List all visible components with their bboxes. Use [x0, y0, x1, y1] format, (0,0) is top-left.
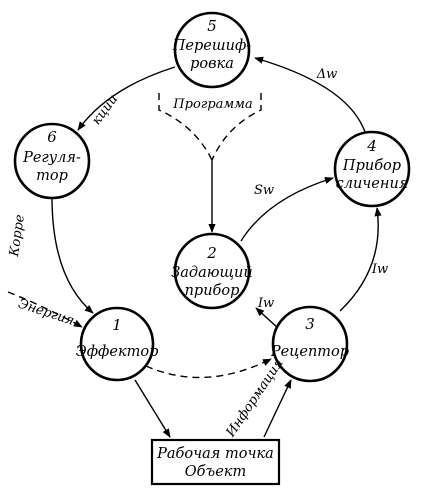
object-label: Рабочая точка — [156, 446, 274, 462]
label-program: Программа — [172, 97, 252, 112]
node-effector: 1 Эффектор — [76, 306, 159, 382]
node-label: Регуля- — [22, 150, 81, 166]
label-correction-part1: Корре — [7, 213, 28, 258]
edge-energy-to-effector — [7, 291, 83, 328]
node-receptor: 3 Рецептор — [270, 305, 349, 383]
node-recoding: 5 Перешиф- ровка — [172, 11, 252, 89]
node-label: тор — [36, 168, 68, 184]
label-iw-lower: Iw — [257, 296, 274, 311]
edge-effector-to-object — [134, 379, 171, 438]
program-funnel-left — [158, 93, 213, 161]
node-number: 2 — [206, 244, 217, 262]
label-sw: Sw — [254, 183, 274, 198]
object-label: Объект — [185, 464, 246, 480]
label-information: Информация — [223, 356, 287, 441]
node-label: Эффектор — [76, 344, 159, 360]
node-label: прибор — [185, 283, 240, 299]
node-number: 1 — [112, 316, 122, 334]
edge-receptor-to-setpoint — [255, 307, 280, 330]
node-label: Задающий — [171, 265, 252, 281]
label-energy: Энергия — [16, 297, 76, 329]
object-box: Рабочая точка Объект — [150, 438, 281, 486]
edge-receptor-to-comparator — [339, 207, 382, 312]
node-number: 5 — [207, 17, 217, 35]
program-funnel-right — [211, 93, 262, 161]
edge-setpoint-to-comparator — [240, 176, 334, 242]
label-correction-part2: кции — [89, 92, 121, 128]
edge-regulator-to-effector — [51, 196, 94, 314]
node-number: 6 — [47, 128, 57, 146]
label-iw-upper: Iw — [371, 262, 388, 277]
node-label: сличения — [336, 176, 409, 192]
node-setpoint-device: 2 Задающий прибор — [171, 232, 253, 310]
node-label: Перешиф- — [172, 38, 252, 54]
node-number: 3 — [305, 315, 315, 333]
node-label: Прибор — [342, 158, 401, 174]
node-label: ровка — [190, 56, 234, 72]
node-regulator: 6 Регуля- тор — [13, 122, 91, 200]
edge-comparator-to-recoding — [254, 56, 366, 133]
node-comparator: 4 Прибор сличения — [333, 130, 411, 208]
edge-recoding-to-regulator — [77, 66, 176, 131]
edge-information — [145, 358, 272, 379]
label-delta-w: Δw — [316, 67, 338, 82]
node-number: 4 — [366, 137, 377, 155]
node-label: Рецептор — [270, 344, 349, 360]
edge-object-to-receptor — [263, 379, 292, 438]
